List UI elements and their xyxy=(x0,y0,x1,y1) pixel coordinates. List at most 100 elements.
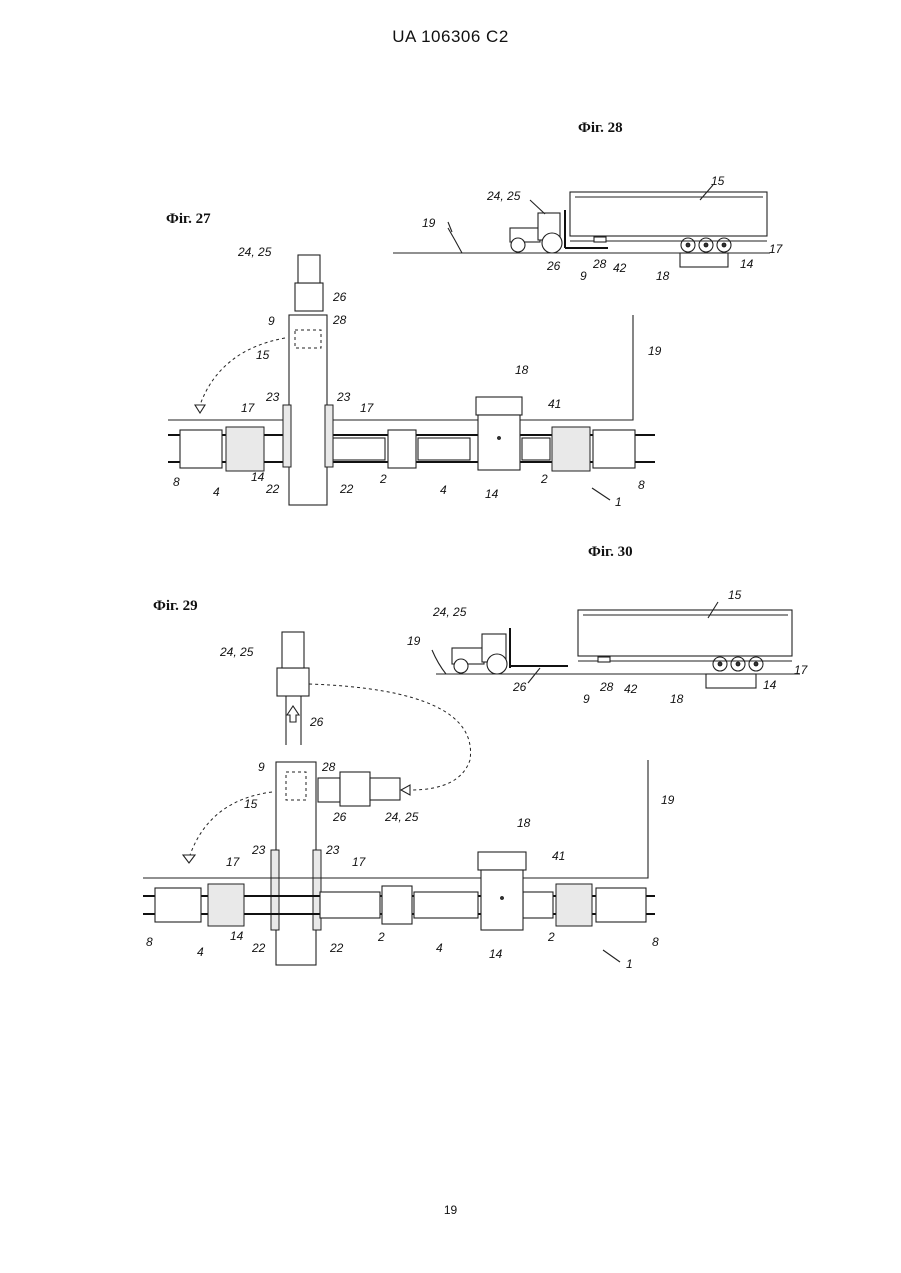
fig27-label-9: 9 xyxy=(268,314,275,328)
fig28-leader-truck xyxy=(530,200,545,214)
fig28-label-18: 18 xyxy=(656,269,670,283)
fig29-carriage-left xyxy=(155,888,201,922)
fig27-dolly-left xyxy=(226,427,264,471)
fig27-label-41: 41 xyxy=(548,397,561,411)
figure-29-caption: Фіг. 29 xyxy=(153,598,198,614)
fig29-label-4-left: 4 xyxy=(197,945,204,959)
fig27-carriage-left xyxy=(180,430,222,468)
fig27-tractor-body xyxy=(295,283,323,311)
fig27-label-18: 18 xyxy=(515,363,529,377)
fig27-label-17-left: 17 xyxy=(241,401,256,415)
fig27-label-2-right: 2 xyxy=(540,472,548,486)
fig30-hub-1 xyxy=(718,662,722,666)
fig29-label-8-right: 8 xyxy=(652,935,659,949)
fig27-tractor-front xyxy=(298,255,320,283)
fig28-hub-1 xyxy=(686,243,690,247)
fig29-label-8-left: 8 xyxy=(146,935,153,949)
fig29-label-truck-top: 24, 25 xyxy=(219,645,254,659)
fig29-label-truck-side: 24, 25 xyxy=(384,810,419,824)
fig28-trailer-body xyxy=(570,192,767,236)
fig27-label-15: 15 xyxy=(256,348,270,362)
fig29-label-22-right: 22 xyxy=(329,941,344,955)
fig29-pit-18 xyxy=(481,870,523,930)
fig30-label-26: 26 xyxy=(512,680,527,694)
fig29-label-23-right: 23 xyxy=(325,843,340,857)
fig27-rail-segment-2 xyxy=(418,438,470,460)
fig30-label-14: 14 xyxy=(763,678,777,692)
fig27-label-22-left: 22 xyxy=(265,482,280,496)
fig28-hub-3 xyxy=(722,243,726,247)
fig29-label-23-left: 23 xyxy=(251,843,266,857)
fig27-pit-18 xyxy=(478,415,520,470)
fig30-trailer-body xyxy=(578,610,792,656)
fig29-rail-segment-2 xyxy=(414,892,478,918)
fig29-label-26: 26 xyxy=(332,810,347,824)
fig27-bogie-right-23 xyxy=(325,405,333,467)
fig27-pit-head-18 xyxy=(476,397,522,415)
figure-28-caption: Фіг. 28 xyxy=(578,120,623,136)
fig29-dolly-left xyxy=(208,884,244,926)
fig29-label-26-top: 26 xyxy=(309,715,324,729)
fig27-label-19: 19 xyxy=(648,344,662,358)
fig30-label-15: 15 xyxy=(728,588,742,602)
fig28-tractor-front-wheel xyxy=(511,238,525,252)
fig29-label-14: 14 xyxy=(230,929,244,943)
fig29-label-41: 41 xyxy=(552,849,565,863)
fig29-dashed-path-right xyxy=(309,684,471,790)
fig28-slope xyxy=(448,228,462,253)
fig27-dolly-right xyxy=(552,427,590,471)
fig28-label-15: 15 xyxy=(711,174,725,188)
fig27-label-2-left: 2 xyxy=(379,472,387,486)
fig27-rail-segment-3 xyxy=(522,438,550,460)
fig28-label-9: 9 xyxy=(580,269,587,283)
fig27-label-4-left: 4 xyxy=(213,485,220,499)
fig30-support-28 xyxy=(598,657,610,662)
fig30-label-28: 28 xyxy=(599,680,614,694)
fig29-label-1: 1 xyxy=(626,957,633,971)
fig28-label-17: 17 xyxy=(769,242,784,256)
fig29-tractor-front xyxy=(282,632,304,668)
fig29-up-arrow xyxy=(287,706,299,722)
fig27-label-17-right: 17 xyxy=(360,401,375,415)
fig28-support-28 xyxy=(594,237,606,242)
fig30-leader-26 xyxy=(528,668,540,683)
fig29-bogie-left-23 xyxy=(271,850,279,930)
fig27-label-4-mid: 4 xyxy=(440,483,447,497)
fig28-label-19: 19 xyxy=(422,216,436,230)
fig29-tractor-body xyxy=(277,668,309,696)
fig27-label-26: 26 xyxy=(332,290,347,304)
fig30-tractor-rear-wheel xyxy=(487,654,507,674)
fig29-label-18: 18 xyxy=(517,816,531,830)
fig29-side-tractor-body xyxy=(340,772,370,806)
fig30-pit-18 xyxy=(706,674,756,688)
fig29-label-2-left: 2 xyxy=(377,930,385,944)
fig29-rail-segment-3 xyxy=(523,892,553,918)
fig27-bogie-left-23 xyxy=(283,405,291,467)
fig29-dolly-right xyxy=(556,884,592,926)
fig30-slope xyxy=(432,650,446,674)
fig30-hub-2 xyxy=(736,662,740,666)
figure-30: Фіг. 30 xyxy=(407,544,809,706)
fig27-rail-segment-1 xyxy=(333,438,385,460)
fig30-label-42: 42 xyxy=(624,682,638,696)
fig30-hub-3 xyxy=(754,662,758,666)
figure-28: Фіг. 28 xyxy=(393,120,784,283)
fig29-pit-head-18 xyxy=(478,852,526,870)
fig29-label-14-pit: 14 xyxy=(489,947,503,961)
fig27-label-8-right: 8 xyxy=(638,478,645,492)
fig29-carriage-mid xyxy=(382,886,412,924)
fig28-hub-2 xyxy=(704,243,708,247)
fig28-label-42: 42 xyxy=(613,261,627,275)
fig29-carriage-right xyxy=(596,888,646,922)
fig28-label-truck: 24, 25 xyxy=(486,189,521,203)
fig27-pit-center xyxy=(498,437,501,440)
fig27-carriage-right xyxy=(593,430,635,468)
fig30-label-18: 18 xyxy=(670,692,684,706)
fig27-label-28: 28 xyxy=(332,313,347,327)
fig30-label-19: 19 xyxy=(407,634,421,648)
fig29-rail-segment-1 xyxy=(320,892,380,918)
fig29-side-fork xyxy=(318,778,340,802)
fig27-carriage-mid xyxy=(388,430,416,468)
fig27-label-1: 1 xyxy=(615,495,622,509)
